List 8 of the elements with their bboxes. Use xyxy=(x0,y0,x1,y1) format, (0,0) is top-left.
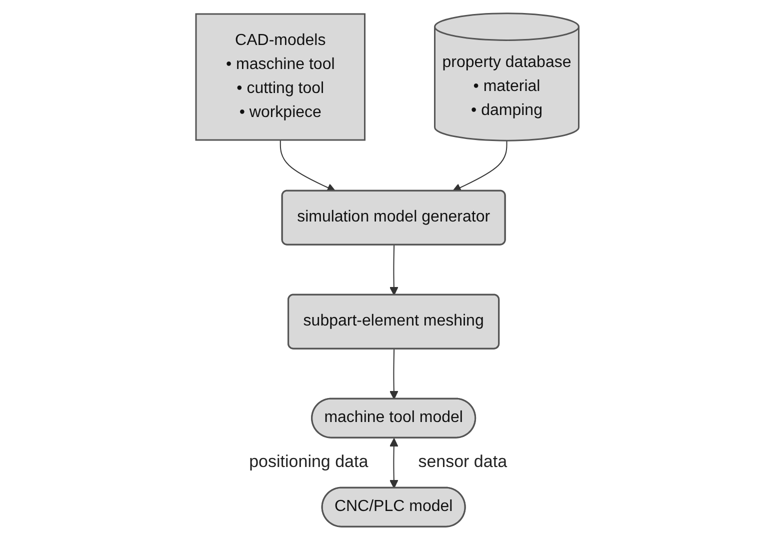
arrow xyxy=(389,438,398,488)
flow-label: sensor data xyxy=(418,452,508,472)
arrow xyxy=(389,348,398,399)
flow-label: positioning data xyxy=(249,452,368,472)
arrow xyxy=(389,244,398,295)
arrow xyxy=(280,139,336,192)
node-box: CAD-models • maschine tool • cutting tool • workpiece xyxy=(194,12,366,140)
arrow xyxy=(452,140,507,192)
